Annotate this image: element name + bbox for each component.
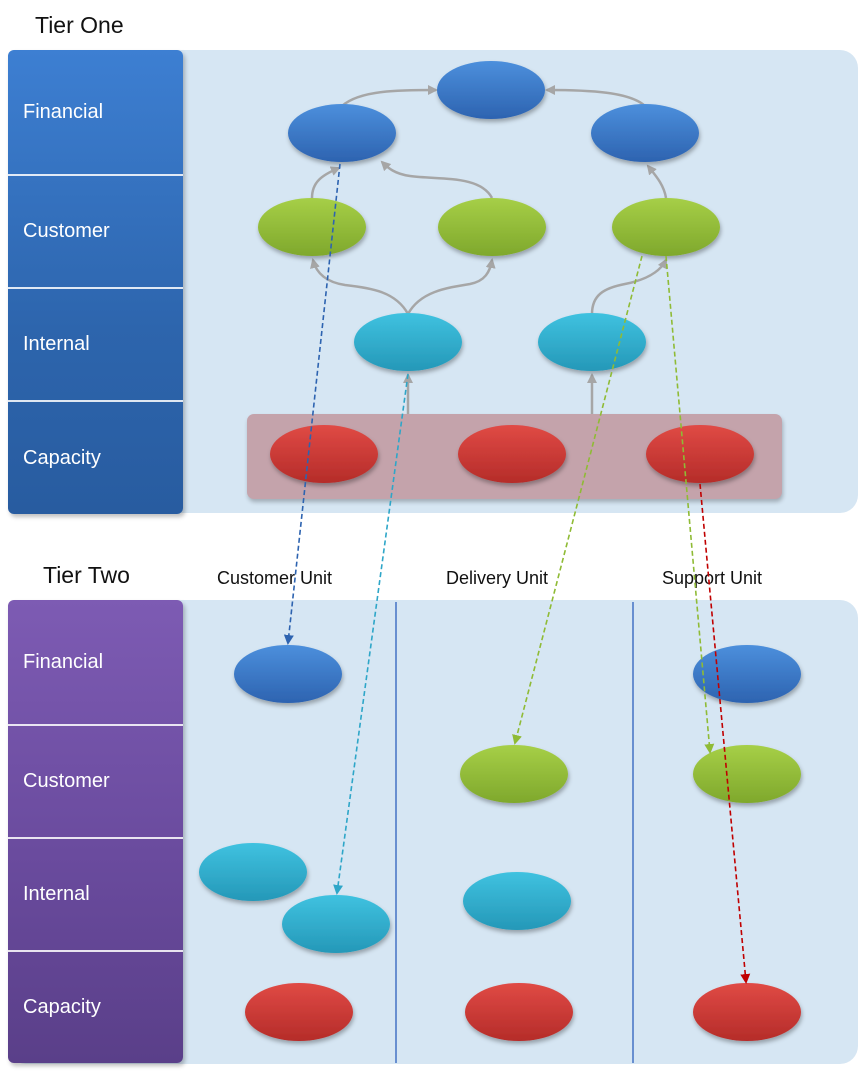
t1-customer-node-1 [258,198,366,256]
t1-internal-node-1 [354,313,462,371]
tier-two-row-internal: Internal [8,839,183,952]
connector-int2-to-cust3 [590,258,668,315]
tier-one-title: Tier One [35,12,124,38]
t1-customer-node-3 [612,198,720,256]
t2-customer-unit-internal-node-1 [199,843,307,901]
tier-one-row-internal: Internal [8,289,183,402]
t2-delivery-unit-internal-node [463,872,571,930]
connector-cust2-to-fin-left [380,160,494,199]
t2-delivery-unit-capacity-node [465,983,573,1041]
connector-fin-left-to-top [341,85,438,107]
t2-support-unit-financial-node [693,645,801,703]
tier-two-row-customer: Customer [8,726,183,839]
unit-title-support: Support Unit [662,568,763,588]
tier-two-row-capacity: Capacity [23,996,101,1018]
t1-customer-node-2 [438,198,546,256]
cascade-arrow-internal [333,373,409,895]
t2-customer-unit-financial-node [234,645,342,703]
t2-customer-unit-internal-node-2 [282,895,390,953]
connector-int1-to-cust1 [310,258,410,315]
connector-int1-to-cust2 [406,258,496,315]
t1-financial-right-node [591,104,699,162]
t2-customer-unit-capacity-node [245,983,353,1041]
t1-financial-top-node [437,61,545,119]
connector-cust3-to-fin-right [646,164,668,199]
t1-capacity-node-1 [270,425,378,483]
tier-two-title: Tier Two [43,562,130,588]
tier-one-sidebar: Financial Customer Internal Capacity [8,50,183,514]
t2-support-unit-capacity-node [693,983,801,1041]
cascade-arrow-customer-delivery [512,255,643,745]
cascade-arrow-capacity [699,483,751,984]
cascade-arrow-financial [283,163,341,645]
t1-financial-left-node [288,104,396,162]
cascade-arrow-customer-support [665,255,715,754]
t2-support-unit-customer-node [693,745,801,803]
tier-two-row-financial: Financial [8,600,183,726]
tier-one-row-financial: Financial [8,50,183,176]
tier-two-sidebar: Financial Customer Internal Capacity [8,600,183,1063]
t2-delivery-unit-customer-node [460,745,568,803]
t1-internal-node-2 [538,313,646,371]
unit-title-customer: Customer Unit [217,568,333,588]
t1-capacity-node-2 [458,425,566,483]
connector-fin-right-to-top [545,85,646,107]
t1-capacity-node-3 [646,425,754,483]
tier-one-row-customer: Customer [8,176,183,289]
tier-one-row-capacity: Capacity [23,446,101,469]
unit-title-delivery: Delivery Unit [446,568,549,588]
connector-cust1-to-fin-left [310,166,341,199]
